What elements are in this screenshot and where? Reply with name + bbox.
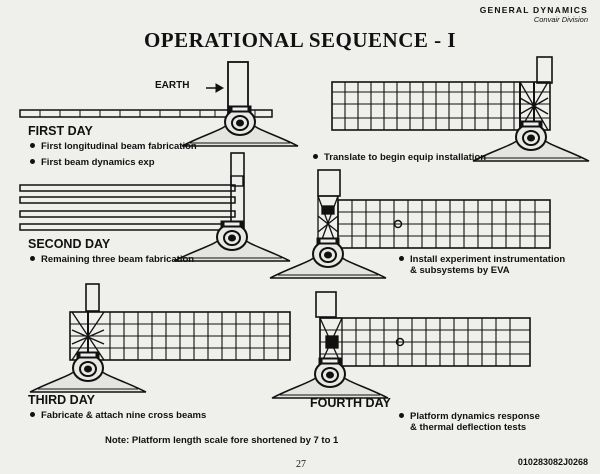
bullet-icon [30, 158, 35, 164]
third-day-diagram [29, 283, 291, 393]
bullet-icon [30, 411, 35, 417]
bullet-icon [30, 142, 35, 148]
first-day-bullet-1: First longitudinal beam fabrication [30, 141, 197, 152]
company-name: GENERAL DYNAMICS [479, 5, 588, 15]
first-day-diagram [19, 61, 299, 147]
bullet-icon [313, 153, 318, 159]
bullet-icon [30, 255, 35, 261]
bullet-icon [399, 412, 404, 418]
fourth-day-bullet: Platform dynamics response& thermal defl… [399, 411, 540, 433]
page-title: OPERATIONAL SEQUENCE - I [143, 28, 457, 52]
first-day-label: FIRST DAY [28, 124, 93, 138]
translate-bullet: Translate to begin equip installation [313, 152, 486, 163]
third-day-label: THIRD DAY [28, 393, 95, 407]
bullet-icon [399, 255, 404, 261]
second-day-label: SECOND DAY [28, 237, 111, 251]
division-name: Convair Division [533, 15, 588, 24]
second-day-diagram [19, 152, 291, 262]
install-bullet: Install experiment instrumentation& subs… [399, 254, 565, 276]
earth-label: EARTH [155, 80, 190, 91]
fourth-day-label: FOURTH DAY [310, 396, 391, 410]
second-day-bullet-1: Remaining three beam fabrication [30, 254, 194, 265]
scale-note: Note: Platform length scale fore shorten… [105, 435, 339, 446]
page-number: 27 [296, 459, 306, 470]
translate-diagram [331, 56, 590, 162]
first-day-bullet-2: First beam dynamics exp [30, 157, 155, 168]
install-experiment-diagram [269, 169, 551, 279]
earth-arrow-icon [215, 83, 225, 93]
fourth-day-diagram [271, 291, 531, 399]
third-day-bullet-1: Fabricate & attach nine cross beams [30, 410, 206, 421]
document-id: 010283082J0268 [517, 457, 588, 467]
